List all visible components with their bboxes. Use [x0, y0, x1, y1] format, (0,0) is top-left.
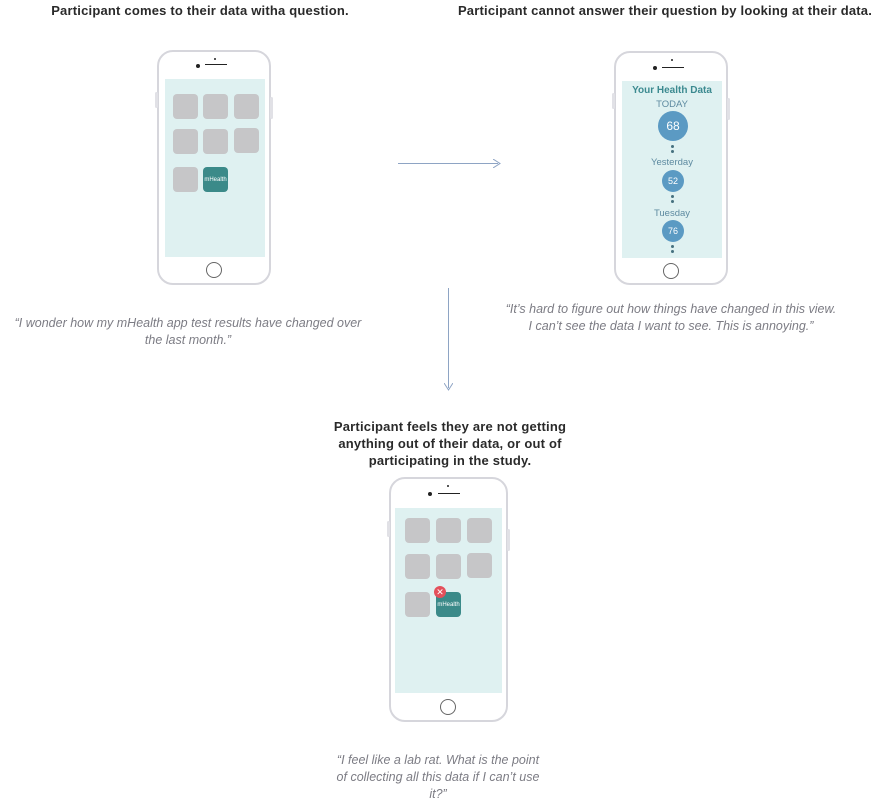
arrowhead-down-icon — [444, 383, 453, 391]
arrow-right — [398, 163, 498, 164]
app-icon — [203, 94, 228, 119]
home-screen: mHealth — [165, 79, 265, 257]
app-icon — [467, 553, 492, 578]
more-dots-icon — [671, 195, 674, 205]
mhealth-app-icon[interactable]: mHealth — [203, 167, 228, 192]
home-screen: mHealth ✕ — [395, 508, 502, 693]
phone-step1: mHealth — [155, 50, 273, 285]
app-icon — [173, 94, 198, 119]
entry-label-today: TODAY — [656, 99, 688, 110]
entry-label-tuesday: Tuesday — [653, 208, 691, 219]
close-icon: ✕ — [434, 586, 446, 598]
app-icon — [405, 592, 430, 617]
phone-step3: mHealth ✕ — [387, 477, 510, 722]
step3-quote: “I feel like a lab rat. What is the poin… — [336, 753, 540, 801]
home-button — [663, 263, 679, 279]
app-icon — [467, 518, 492, 543]
home-button — [206, 262, 222, 278]
app-icon — [436, 518, 461, 543]
entry-label-yesterday: Yesterday — [651, 157, 693, 168]
step1-quote: “I wonder how my mHealth app test result… — [14, 316, 362, 347]
more-dots-icon — [671, 245, 674, 255]
health-data-screen: Your Health Data TODAY 68 Yesterday 52 T… — [622, 81, 722, 258]
app-icon — [405, 554, 430, 579]
entry-value-today: 68 — [658, 111, 688, 141]
entry-value-tuesday: 76 — [662, 220, 684, 242]
more-dots-icon — [671, 145, 674, 155]
step1-heading: Participant comes to their data witha qu… — [51, 3, 349, 18]
step3-heading: Participant feels they are not getting a… — [333, 419, 567, 468]
arrowhead-right-icon — [493, 159, 501, 168]
app-icon — [173, 167, 198, 192]
health-data-title: Your Health Data — [632, 85, 712, 96]
entry-value-yesterday: 52 — [662, 170, 684, 192]
app-icon — [203, 129, 228, 154]
arrow-down — [448, 288, 449, 388]
step2-heading: Participant cannot answer their question… — [457, 3, 873, 18]
app-icon — [436, 554, 461, 579]
phone-step2: Your Health Data TODAY 68 Yesterday 52 T… — [612, 51, 730, 285]
app-icon — [234, 128, 259, 153]
step2-quote: “It’s hard to figure out how things have… — [505, 302, 837, 333]
home-button — [440, 699, 456, 715]
app-icon — [405, 518, 430, 543]
app-icon — [173, 129, 198, 154]
app-icon — [234, 94, 259, 119]
